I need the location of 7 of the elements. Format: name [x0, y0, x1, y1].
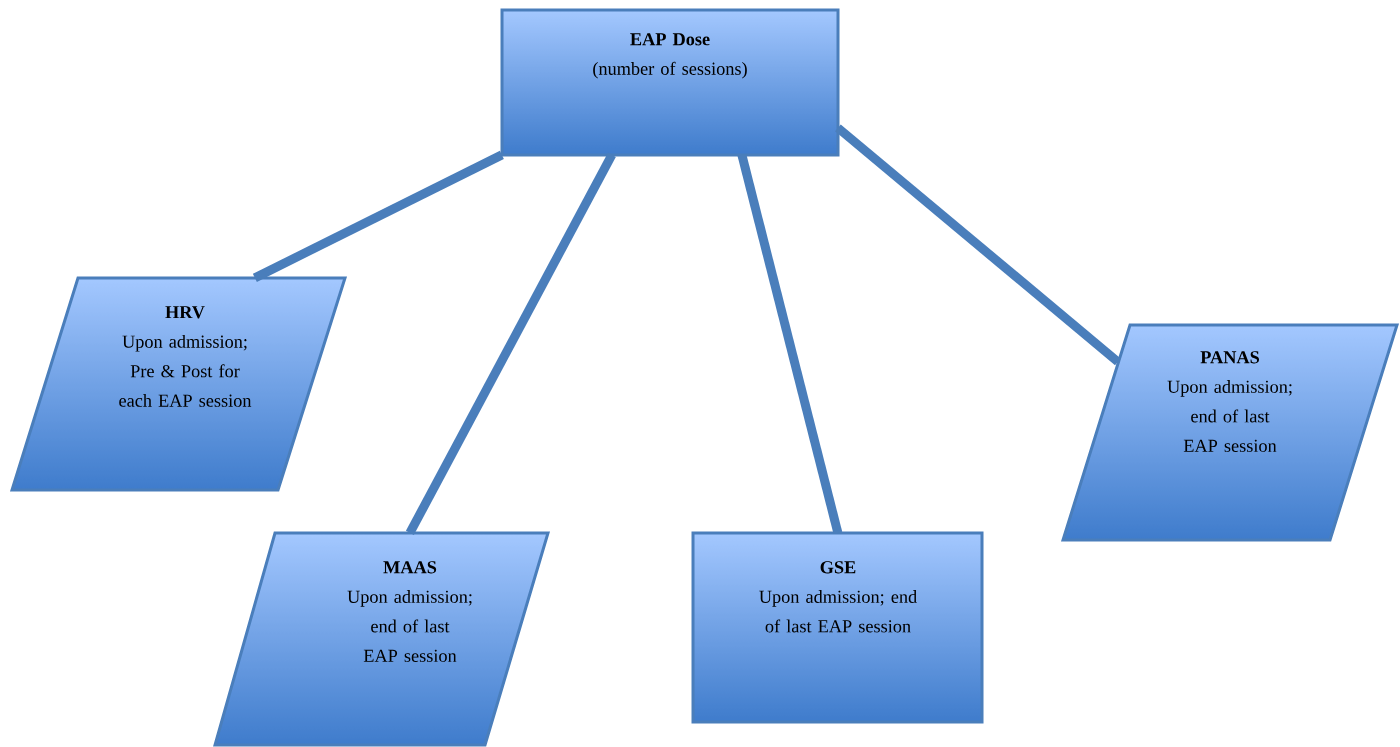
process-box: GSE Upon admission; end of last EAP session	[691, 531, 984, 724]
connector-line	[835, 124, 1121, 366]
connector-line	[405, 152, 616, 535]
connector-line	[252, 150, 504, 282]
connector-line	[737, 153, 843, 534]
parallelogram-box: MAAS Upon admission; end of last EAP session	[213, 531, 551, 747]
process-box: EAP Dose (number of sessions)	[500, 8, 840, 157]
